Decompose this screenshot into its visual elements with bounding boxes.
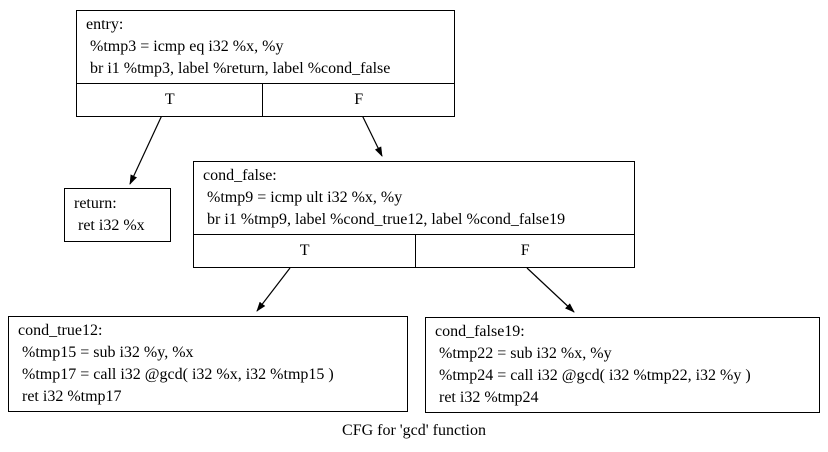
instruction: ret i32 %x (74, 217, 145, 234)
node-entry: entry: %tmp3 = icmp eq i32 %x, %y br i1 … (76, 10, 455, 117)
node-entry-branch-row: T F (77, 83, 454, 116)
branch-true-cell: T (77, 84, 264, 116)
instruction: br i1 %tmp3, label %return, label %cond_… (86, 60, 391, 77)
block-label: entry: (86, 16, 124, 33)
block-label: return: (74, 195, 117, 212)
instruction: %tmp22 = sub i32 %x, %y (435, 345, 612, 362)
instruction: %tmp17 = call i32 @gcd( i32 %x, i32 %tmp… (18, 366, 334, 383)
node-cond-true12-body: cond_true12: %tmp15 = sub i32 %y, %x %tm… (9, 317, 407, 411)
edge-entry-false-to-cond-false (360, 112, 383, 157)
instruction: %tmp15 = sub i32 %y, %x (18, 344, 194, 361)
node-cond-false19: cond_false19: %tmp22 = sub i32 %x, %y %t… (425, 317, 820, 413)
block-label: cond_false19: (435, 323, 525, 340)
node-cond-true12: cond_true12: %tmp15 = sub i32 %y, %x %tm… (8, 316, 408, 412)
block-label: cond_false: (203, 167, 277, 184)
branch-true-cell: T (194, 235, 417, 267)
instruction: ret i32 %tmp24 (435, 389, 539, 406)
branch-false-cell: F (354, 91, 364, 108)
instruction: %tmp9 = icmp ult i32 %x, %y (203, 189, 403, 206)
node-cond-false19-body: cond_false19: %tmp22 = sub i32 %x, %y %t… (426, 318, 819, 412)
instruction: %tmp3 = icmp eq i32 %x, %y (86, 38, 284, 55)
branch-false-cell: F (520, 242, 530, 259)
node-cond-false-body: cond_false: %tmp9 = icmp ult i32 %x, %y … (194, 162, 634, 234)
graph-caption: CFG for 'gcd' function (342, 422, 486, 439)
node-cond-false-branch-row: T F (194, 234, 634, 267)
instruction: ret i32 %tmp17 (18, 388, 122, 405)
instruction: br i1 %tmp9, label %cond_true12, label %… (203, 211, 566, 228)
block-label: cond_true12: (18, 322, 103, 339)
edge-cond-false-false-to-cond-false19 (526, 267, 575, 313)
edge-cond-false-true-to-cond-true12 (256, 267, 291, 312)
instruction: %tmp24 = call i32 @gcd( i32 %tmp22, i32 … (435, 367, 751, 384)
node-return: return: ret i32 %x (64, 188, 171, 242)
node-cond-false: cond_false: %tmp9 = icmp ult i32 %x, %y … (193, 161, 635, 268)
node-return-body: return: ret i32 %x (65, 189, 170, 241)
edge-entry-true-to-return (129, 112, 164, 185)
node-entry-body: entry: %tmp3 = icmp eq i32 %x, %y br i1 … (77, 11, 454, 83)
